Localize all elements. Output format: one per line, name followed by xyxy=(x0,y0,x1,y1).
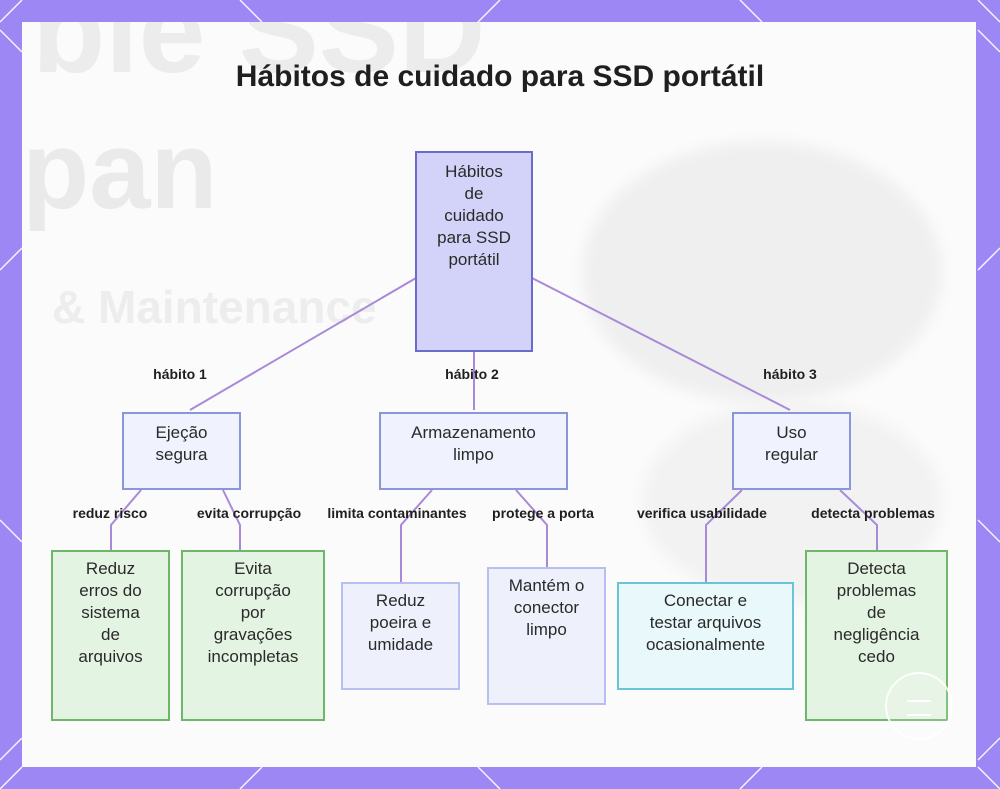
leaf-line: de xyxy=(101,625,120,644)
edge-label-reduz-risco: reduz risco xyxy=(72,505,148,521)
brand-logo-icon xyxy=(885,672,953,740)
habit-line: Uso xyxy=(776,423,807,442)
leaf-node-reduz-poeira: Reduz poeira e umidade xyxy=(341,582,460,690)
leaf-line: sistema xyxy=(81,603,140,622)
watermark-line-3: & Maintenance xyxy=(52,281,377,333)
leaf-line: Conectar e xyxy=(663,591,748,610)
root-line: Hábitos xyxy=(445,162,503,181)
edge-label-evita-corrupcao: evita corrupção xyxy=(196,505,302,521)
leaf-line: corrupção xyxy=(215,581,291,600)
leaf-line: Detecta xyxy=(847,559,906,578)
habit-node-uso-regular: Uso regular xyxy=(732,412,851,490)
leaf-line: testar arquivos xyxy=(649,613,762,632)
habit-line: regular xyxy=(765,445,818,464)
habit-line: segura xyxy=(155,445,208,464)
leaf-node-reduz-erros: Reduz erros do sistema de arquivos xyxy=(51,550,170,721)
leaf-line: incompletas xyxy=(207,647,299,666)
root-line: cuidado xyxy=(444,206,504,225)
leaf-node-mantem-conector: Mantém o conector limpo xyxy=(487,567,606,705)
leaf-line: erros do xyxy=(79,581,142,600)
background-device-image xyxy=(582,142,942,402)
edge-label-limita-contaminantes: limita contaminantes xyxy=(327,505,467,521)
leaf-line: arquivos xyxy=(78,647,143,666)
leaf-node-conectar-testar: Conectar e testar arquivos ocasionalment… xyxy=(617,582,794,690)
edge-label-habit-3: hábito 3 xyxy=(763,366,817,382)
leaf-line: problemas xyxy=(836,581,917,600)
leaf-node-evita-corrupcao: Evita corrupção por gravações incompleta… xyxy=(181,550,325,721)
edge-label-detecta-problemas: detecta problemas xyxy=(811,505,935,521)
leaf-line: Evita xyxy=(234,559,272,578)
habit-node-ejecao-segura: Ejeção segura xyxy=(122,412,241,490)
edge-label-verifica-usabilidade: verifica usabilidade xyxy=(637,505,767,521)
habit-line: Ejeção xyxy=(155,423,208,442)
leaf-line: negligência xyxy=(833,625,920,644)
edge-label-protege-a-porta: protege a porta xyxy=(492,505,594,521)
root-node: Hábitos de cuidado para SSD portátil xyxy=(415,151,533,352)
edge-label-habit-2: hábito 2 xyxy=(445,366,499,382)
watermark-line-1: ble SSD xyxy=(32,22,486,98)
leaf-line: por xyxy=(240,603,266,622)
leaf-line: Reduz xyxy=(375,591,426,610)
edge-label-habit-1: hábito 1 xyxy=(153,366,207,382)
leaf-line: de xyxy=(867,603,886,622)
leaf-line: cedo xyxy=(858,647,895,666)
leaf-line: Reduz xyxy=(85,559,136,578)
root-line: de xyxy=(464,184,484,203)
leaf-line: ocasionalmente xyxy=(645,635,766,654)
watermark-line-2: pan xyxy=(22,109,218,232)
habit-line: Armazenamento xyxy=(411,423,536,442)
leaf-line: gravações xyxy=(213,625,293,644)
leaf-line: limpo xyxy=(526,620,567,639)
leaf-line: conector xyxy=(513,598,580,617)
habit-line: limpo xyxy=(453,445,494,464)
leaf-line: Mantém o xyxy=(508,576,585,595)
habit-node-armazenamento-limpo: Armazenamento limpo xyxy=(379,412,568,490)
root-line: portátil xyxy=(448,250,500,269)
diagram-title: Hábitos de cuidado para SSD portátil xyxy=(235,60,765,93)
root-line: para SSD xyxy=(437,228,511,247)
leaf-line: poeira e xyxy=(369,613,432,632)
leaf-line: umidade xyxy=(367,635,434,654)
